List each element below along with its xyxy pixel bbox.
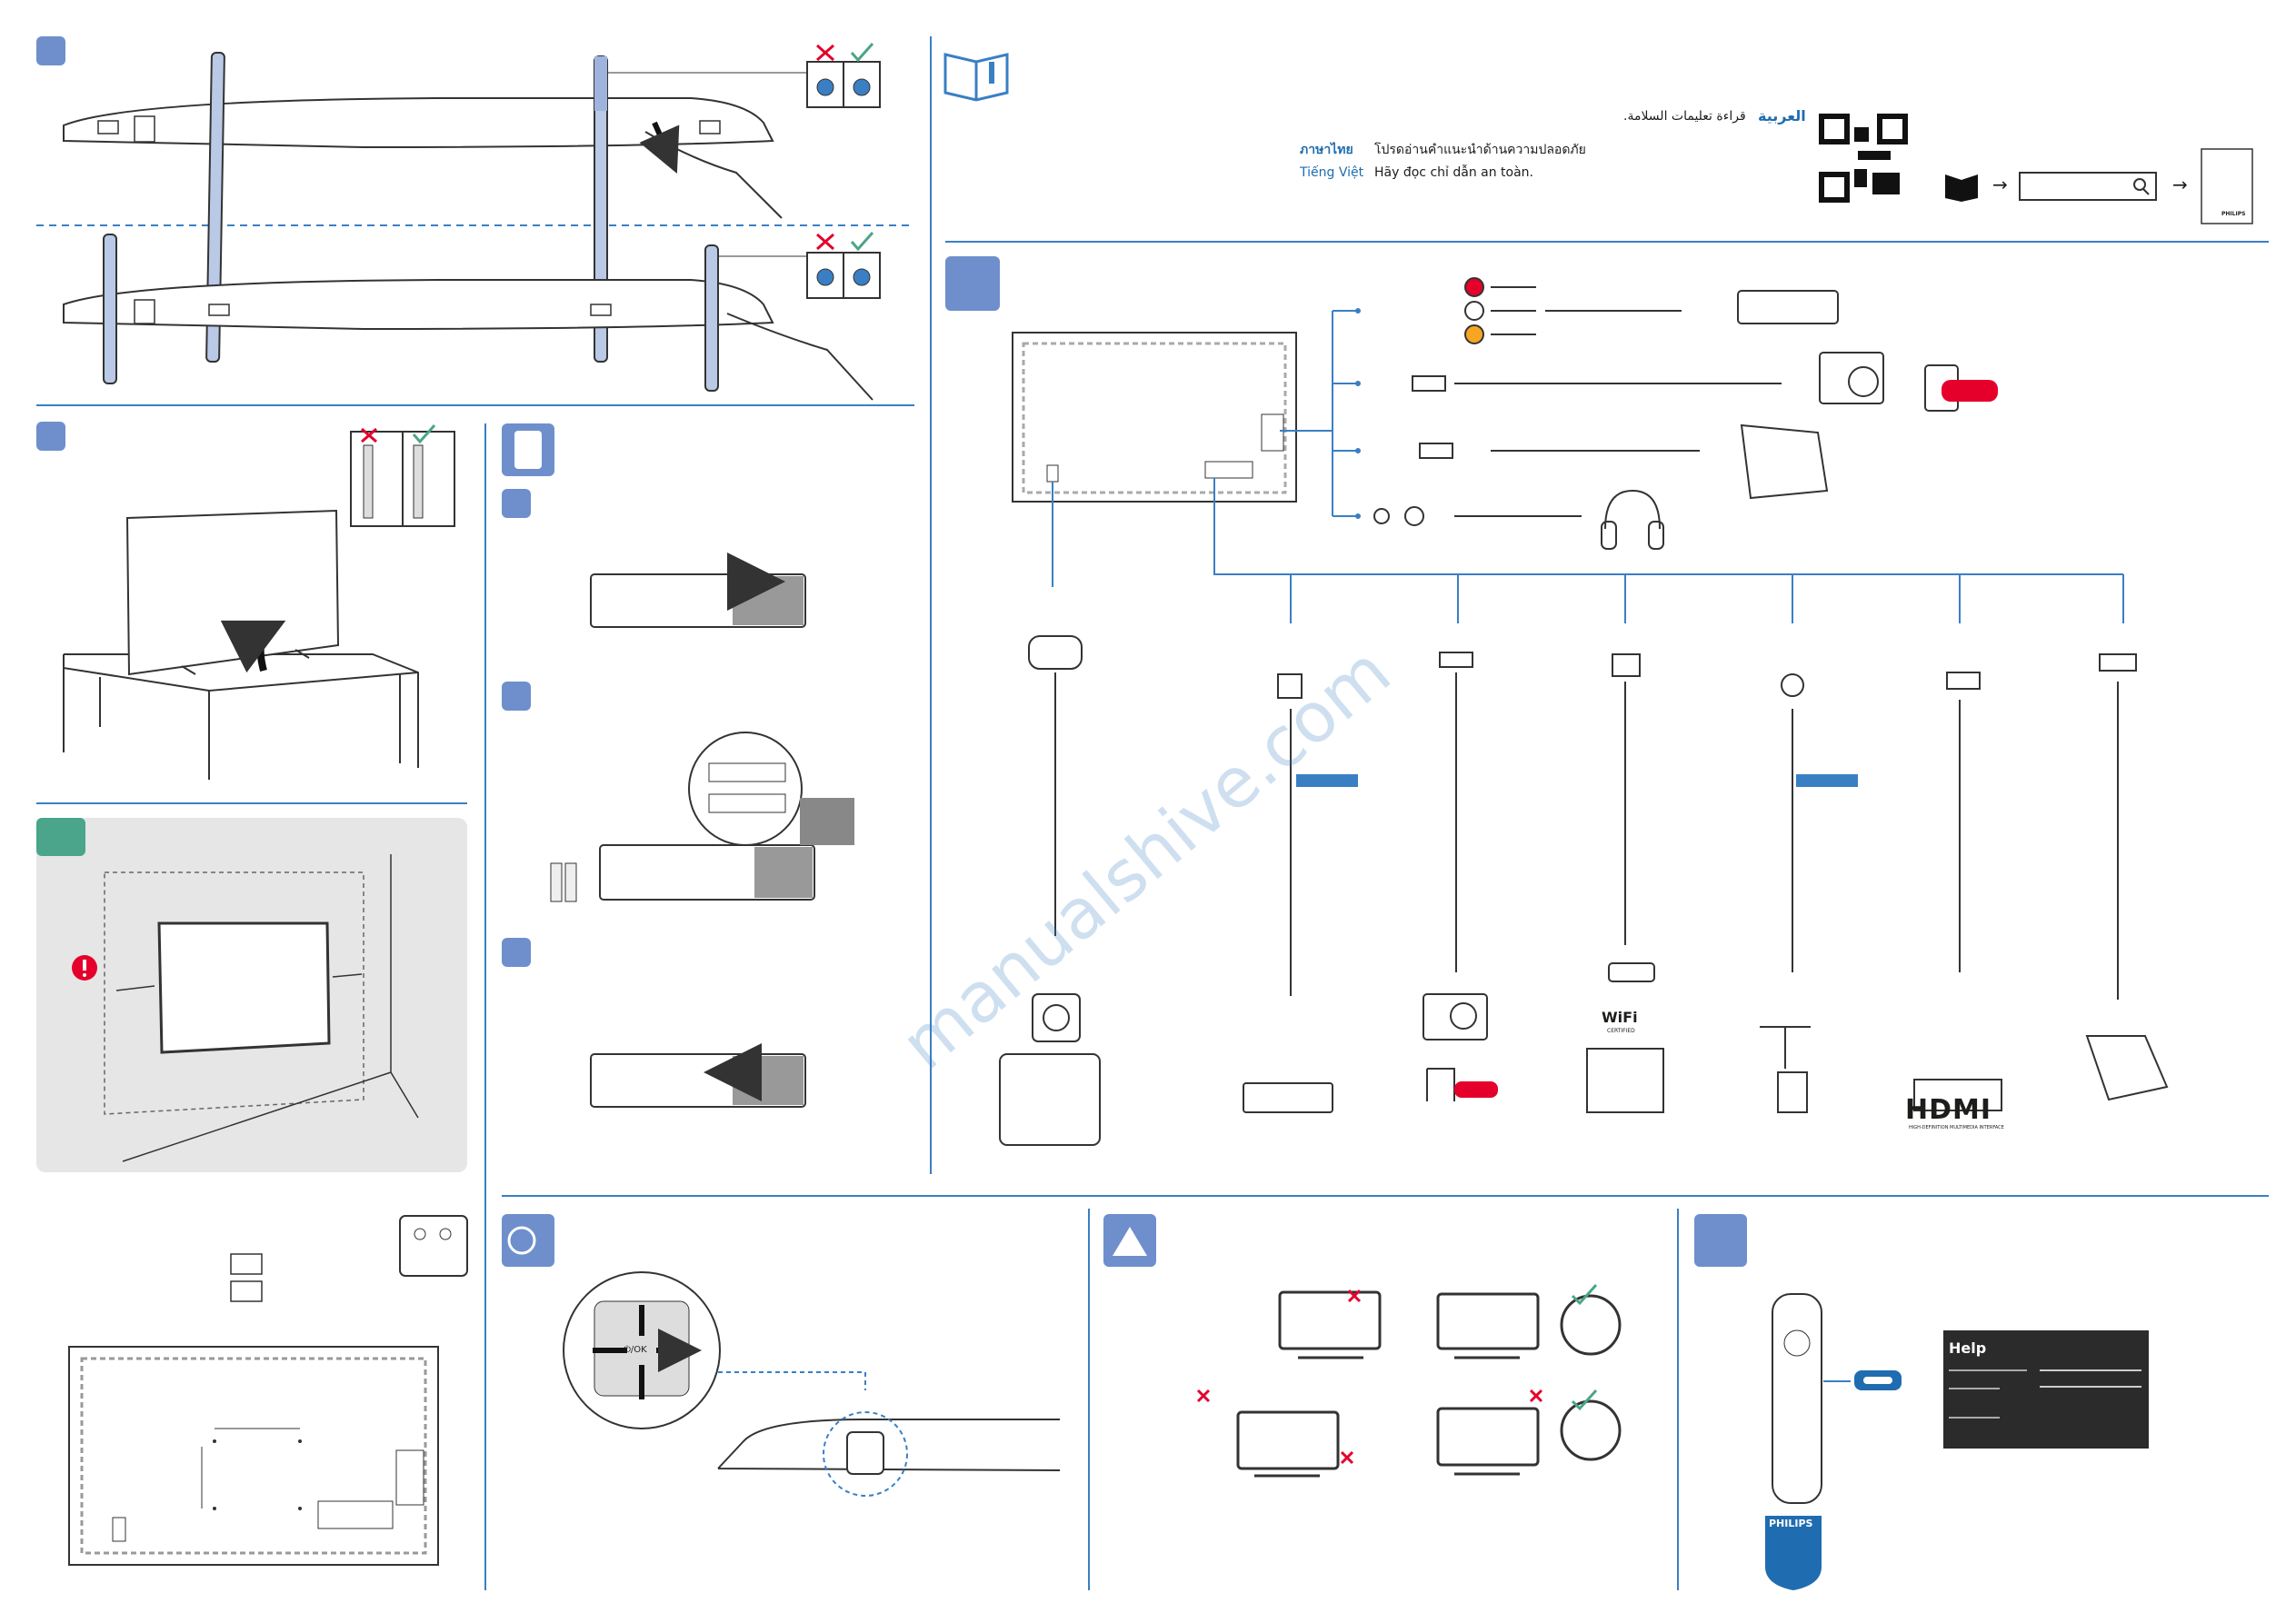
vertical-cables	[999, 635, 2169, 1146]
av-cable-top-row	[1373, 277, 1959, 550]
vietnamese-text: Hãy đọc chỉ dẫn an toàn.	[1374, 165, 1533, 180]
manual-book-icon	[943, 53, 1009, 102]
step-badge-wall	[36, 818, 85, 856]
help-screen-title: Help	[1949, 1339, 1987, 1357]
controls-badge	[502, 1214, 554, 1267]
philips-brand: PHILIPS	[1769, 1518, 1813, 1529]
care-illustrations	[1236, 1290, 1622, 1478]
hdmi-tagline: HIGH-DEFINITION MULTIMEDIA INTERFACE	[1909, 1125, 2004, 1130]
manual-search-flow	[1945, 148, 2253, 224]
lang-vietnamese: Tiếng Việt	[1300, 165, 1364, 180]
vesa-back-view	[68, 1215, 468, 1566]
help-illustration	[1772, 1293, 2149, 1504]
wifi-logo: WiFi	[1602, 1009, 1638, 1026]
watermark: manualshive.com	[885, 631, 1405, 1085]
care-x-marks	[1196, 1289, 1543, 1465]
optical-label-bar	[1296, 774, 1358, 787]
booklet-brand: PHILIPS	[2221, 211, 2246, 217]
wall-mount-illustration	[72, 854, 419, 1162]
tv-on-table	[63, 509, 419, 780]
antenna-label-bar	[1796, 774, 1858, 787]
red-tag-speaker	[1942, 380, 1998, 402]
remote-battery-section	[502, 423, 854, 1108]
wifi-tagline: CERTIFIED	[1607, 1028, 1635, 1034]
hdmi-logo: HDMI	[1905, 1094, 1992, 1126]
help-badge	[1694, 1214, 1747, 1267]
red-tag-usb	[1454, 1081, 1498, 1098]
section-dividers	[36, 36, 2269, 1590]
step-badge-2	[36, 422, 65, 451]
screw-choice-bottom	[718, 232, 881, 299]
joystick-illustration	[563, 1271, 1061, 1497]
arrow-2: →	[2172, 174, 2188, 195]
connections-badge	[945, 256, 1000, 311]
qr-code	[1819, 114, 1908, 203]
tv-flat-bottom	[63, 234, 873, 401]
connections-tv-back	[1012, 308, 2124, 623]
arabic-text: .قراءة تعليمات السلامة	[1623, 109, 1746, 124]
step-badge-1	[36, 36, 65, 65]
philips-shield-logo	[1765, 1516, 1822, 1590]
lang-thai: ภาษาไทย	[1300, 143, 1353, 157]
ok-button-label: ⏻/OK	[624, 1345, 647, 1355]
care-check-marks	[1571, 1283, 1598, 1411]
arrow-1: →	[1992, 174, 2008, 195]
lang-arabic: العربية	[1758, 107, 1806, 124]
screw-choice-top	[607, 43, 881, 108]
stand-orientation-choice	[350, 424, 455, 527]
thai-text: โปรดอ่านคำแนะนำด้านความปลอดภัย	[1374, 143, 1586, 157]
